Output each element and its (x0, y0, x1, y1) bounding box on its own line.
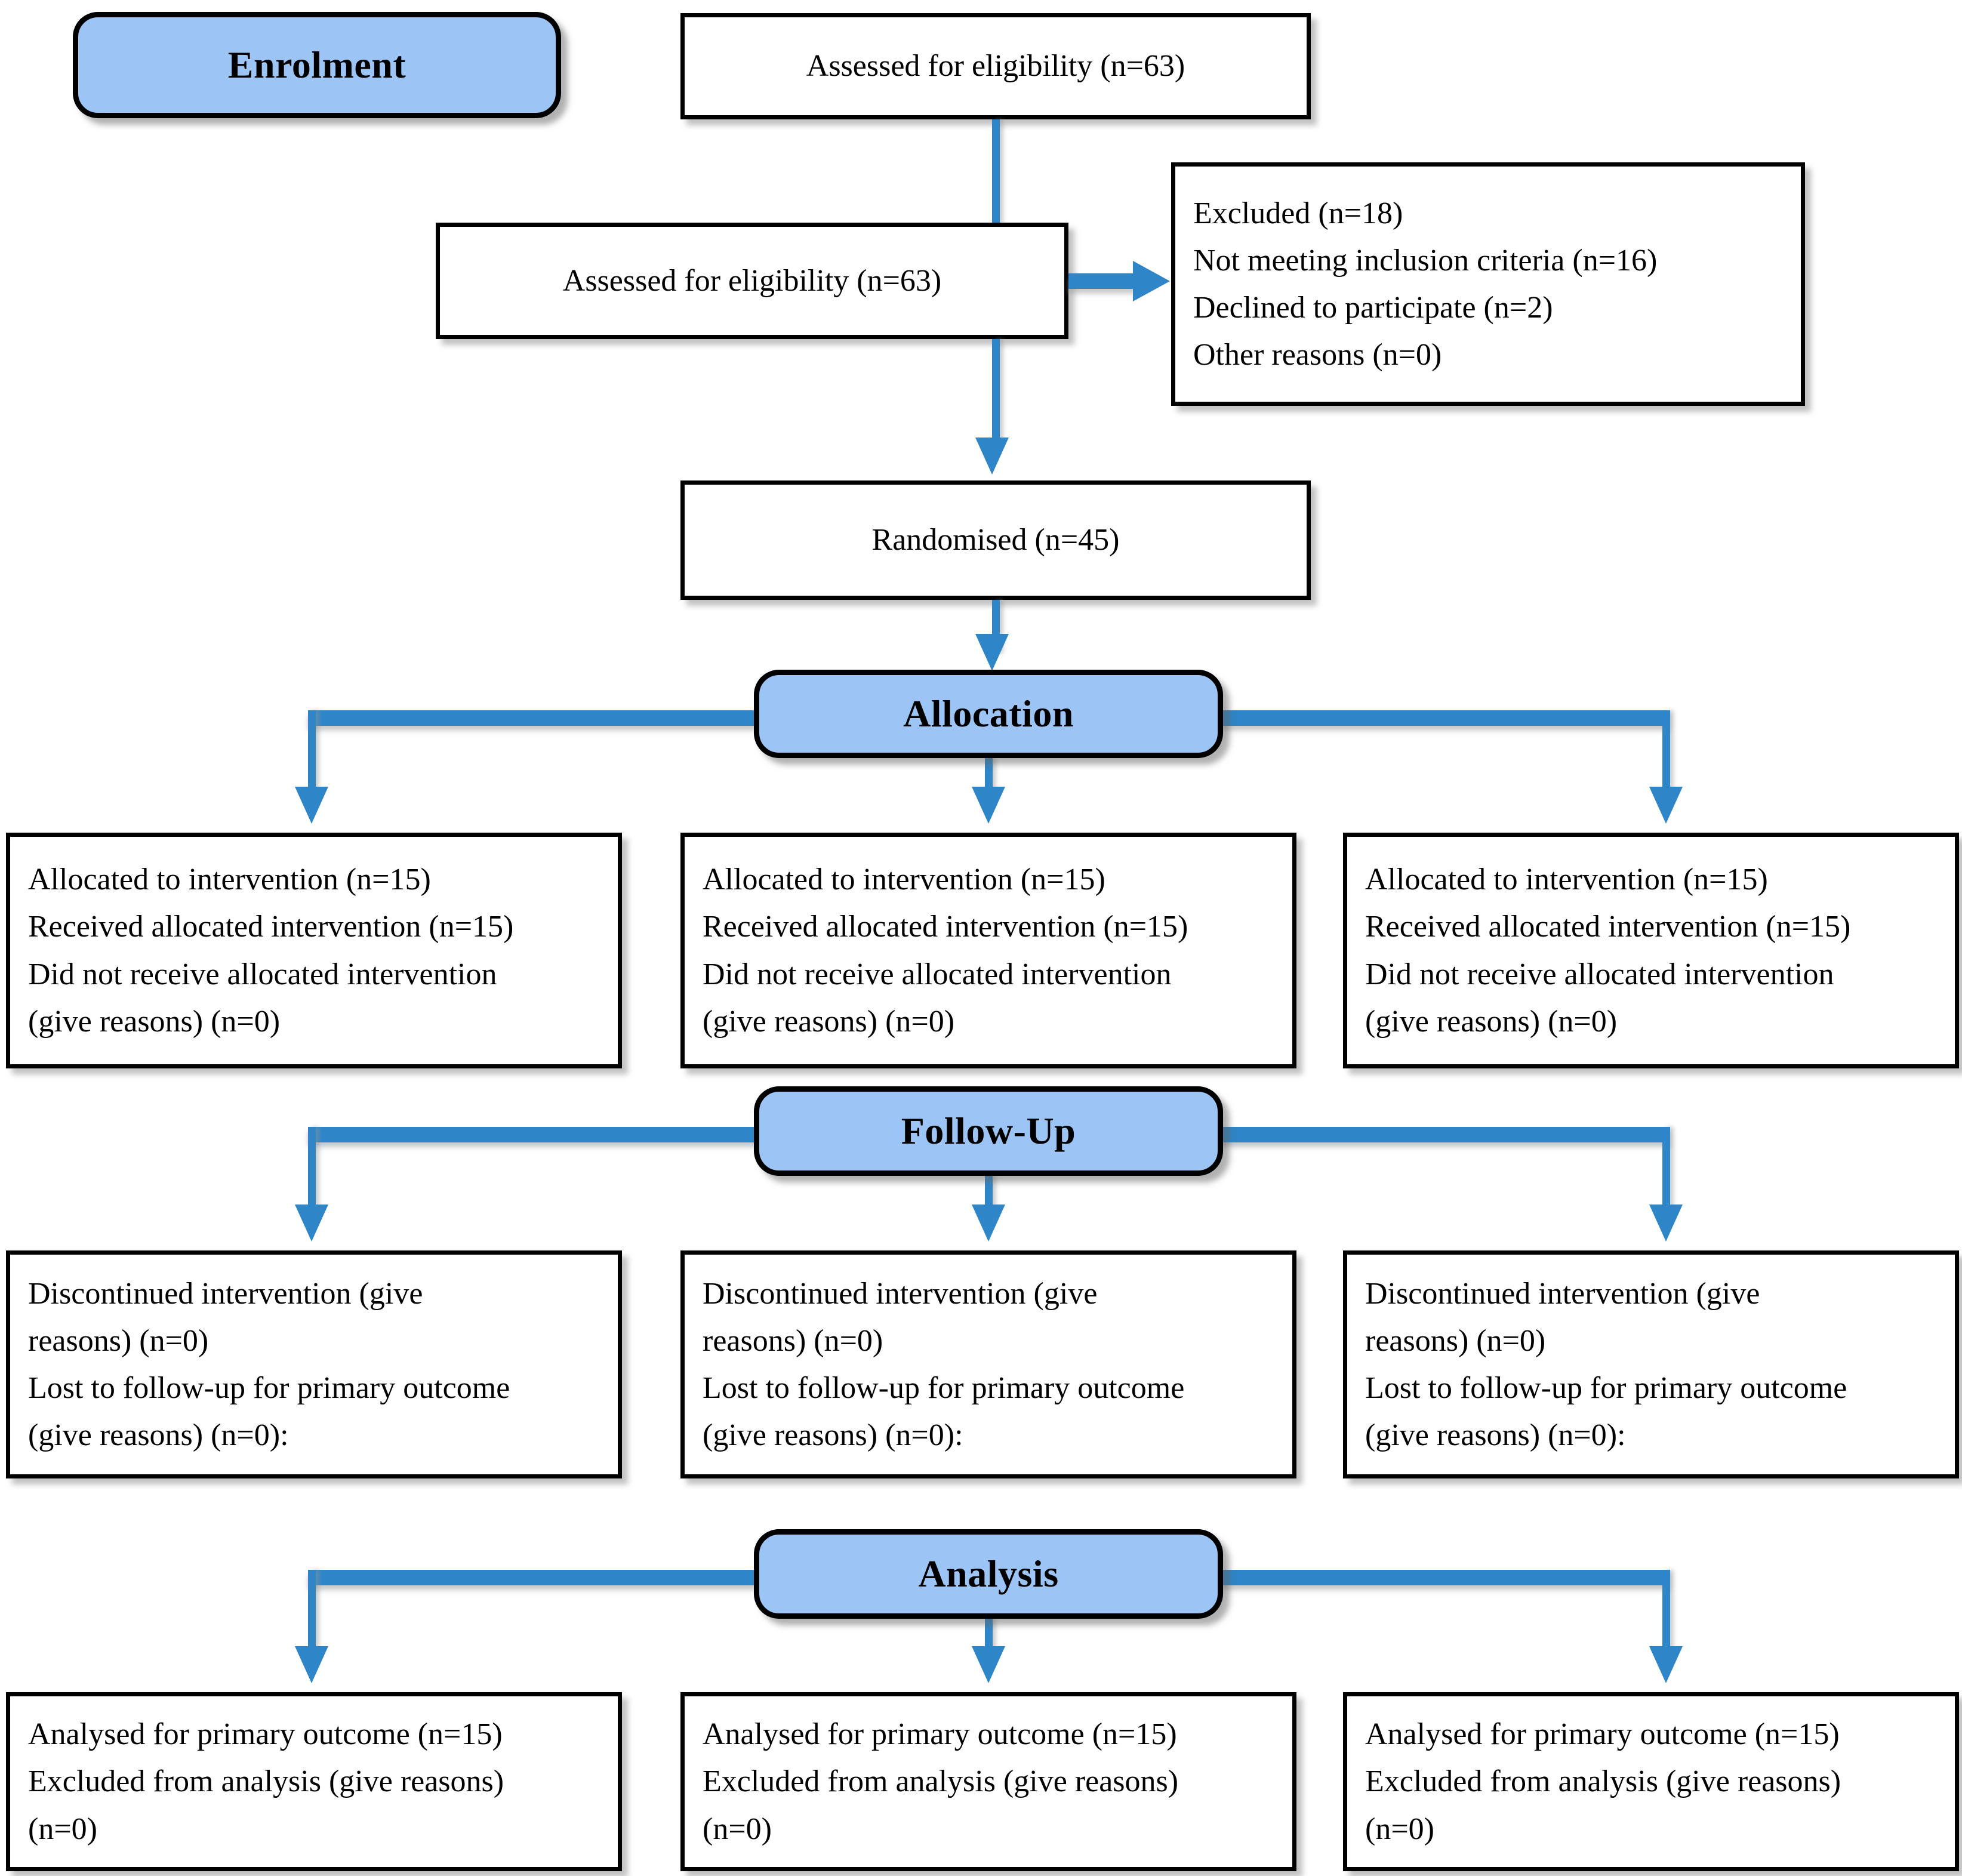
followup-arm-1-text: Discontinued intervention (give reasons)… (28, 1276, 510, 1453)
randomised-text: Randomised (n=45) (871, 523, 1120, 557)
followup-arm-box-3: Discontinued intervention (give reasons)… (1343, 1250, 1959, 1478)
allocation-arm-3-text: Allocated to intervention (n=15) Receive… (1365, 862, 1851, 1039)
arrow-down-allocation-arm-1 (295, 787, 328, 824)
allocation-arm-box-1: Allocated to intervention (n=15) Receive… (6, 833, 622, 1068)
arrow-down-to-randomised (975, 438, 1009, 475)
analysis-branch-bar-right (1216, 1570, 1670, 1585)
analysis-arm-box-1: Analysed for primary outcome (n=15) Excl… (6, 1692, 622, 1871)
stage-banner-enrolment-label: Enrolment (227, 44, 406, 86)
arrow-right-to-excluded (1133, 261, 1170, 301)
connector-assessed-to-randomised (992, 339, 1000, 442)
allocation-branch-bar-right (1216, 710, 1670, 726)
analysis-arm-2-text: Analysed for primary outcome (n=15) Excl… (703, 1717, 1179, 1846)
allocation-arm-2-text: Allocated to intervention (n=15) Receive… (703, 862, 1188, 1039)
assessed-for-eligibility-top-text: Assessed for eligibility (n=63) (806, 49, 1185, 84)
arrow-down-analysis-arm-3 (1649, 1646, 1683, 1683)
assessed-for-eligibility-box-top: Assessed for eligibility (n=63) (680, 13, 1311, 119)
analysis-arm-box-2: Analysed for primary outcome (n=15) Excl… (680, 1692, 1296, 1871)
analysis-arm-3-text: Analysed for primary outcome (n=15) Excl… (1365, 1717, 1841, 1846)
analysis-arm-box-3: Analysed for primary outcome (n=15) Excl… (1343, 1692, 1959, 1871)
followup-branch-drop-right (1662, 1127, 1670, 1216)
followup-arm-box-2: Discontinued intervention (give reasons)… (680, 1250, 1296, 1478)
allocation-arm-box-3: Allocated to intervention (n=15) Receive… (1343, 833, 1959, 1068)
excluded-box: Excluded (n=18) Not meeting inclusion cr… (1171, 162, 1805, 406)
connector-to-excluded (1068, 273, 1140, 289)
stage-banner-analysis-label: Analysis (918, 1552, 1059, 1595)
allocation-arm-box-2: Allocated to intervention (n=15) Receive… (680, 833, 1296, 1068)
followup-branch-drop-left (308, 1127, 316, 1216)
connector-assessed-top-to-second (992, 119, 1000, 224)
assessed-for-eligibility-second-text: Assessed for eligibility (n=63) (562, 263, 942, 298)
followup-arm-3-text: Discontinued intervention (give reasons)… (1365, 1276, 1847, 1453)
arrow-down-to-allocation (975, 634, 1009, 671)
arrow-down-followup-arm-1 (295, 1205, 328, 1242)
followup-branch-bar-right (1216, 1127, 1670, 1142)
stage-banner-followup: Follow-Up (754, 1086, 1223, 1176)
followup-arm-2-text: Discontinued intervention (give reasons)… (703, 1276, 1185, 1453)
arrow-down-followup-arm-2 (972, 1205, 1005, 1242)
analysis-arm-1-text: Analysed for primary outcome (n=15) Excl… (28, 1717, 504, 1846)
stage-banner-followup-label: Follow-Up (901, 1110, 1076, 1152)
analysis-branch-drop-right (1662, 1570, 1670, 1658)
followup-arm-box-1: Discontinued intervention (give reasons)… (6, 1250, 622, 1478)
stage-banner-enrolment: Enrolment (73, 12, 561, 118)
arrow-down-analysis-arm-1 (295, 1646, 328, 1683)
arrow-down-allocation-arm-3 (1649, 787, 1683, 824)
allocation-branch-drop-left (308, 710, 316, 800)
arrow-down-followup-arm-3 (1649, 1205, 1683, 1242)
analysis-branch-drop-left (308, 1570, 316, 1658)
stage-banner-allocation: Allocation (754, 670, 1223, 758)
arrow-down-allocation-arm-2 (972, 787, 1005, 824)
allocation-arm-1-text: Allocated to intervention (n=15) Receive… (28, 862, 514, 1039)
stage-banner-analysis: Analysis (754, 1529, 1223, 1619)
allocation-branch-drop-right (1662, 710, 1670, 800)
randomised-box: Randomised (n=45) (680, 480, 1311, 600)
stage-banner-allocation-label: Allocation (903, 692, 1074, 735)
assessed-for-eligibility-box-second: Assessed for eligibility (n=63) (436, 223, 1068, 339)
allocation-branch-bar-left (308, 710, 762, 726)
arrow-down-analysis-arm-2 (972, 1646, 1005, 1683)
analysis-branch-bar-left (308, 1570, 762, 1585)
excluded-text: Excluded (n=18) Not meeting inclusion cr… (1193, 196, 1658, 372)
followup-branch-bar-left (308, 1127, 762, 1142)
